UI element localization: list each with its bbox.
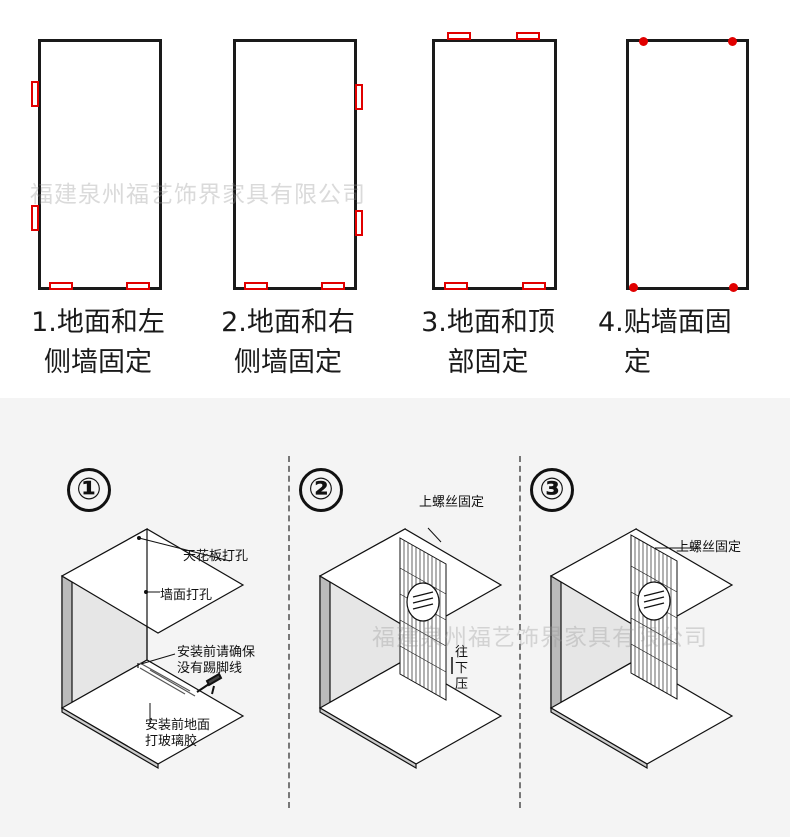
- baseboard-check-label-2: 没有踢脚线: [177, 661, 243, 676]
- wall-bracket-right-upper: [355, 84, 363, 110]
- cabinet-outline-1: [38, 39, 162, 290]
- screw-fix-label-step2: 上螺丝固定: [419, 495, 485, 510]
- step-divider-2: [519, 456, 521, 808]
- press-down-label-1: 往: [455, 645, 469, 660]
- floor-bracket-right: [321, 282, 345, 290]
- cabinet-outline-4: [626, 39, 749, 290]
- mount-point-top-right: [728, 37, 737, 46]
- cabinet-outline-2: [233, 39, 357, 290]
- mount-point-top-left: [639, 37, 648, 46]
- watermark-bottom: 福建泉州福艺饰界家具有限公司: [372, 625, 708, 651]
- top-bracket-left: [447, 32, 471, 40]
- method-4-caption: 4.贴墙面固 定: [598, 303, 768, 383]
- method-1-caption: 1.地面和左 侧墙固定: [13, 303, 183, 383]
- install-steps-panel: ① ② ③: [0, 398, 790, 837]
- method-1-line2: 侧墙固定: [44, 347, 152, 378]
- step-2-number: ②: [299, 468, 343, 512]
- baseboard-check-label-1: 安装前请确保: [177, 645, 256, 660]
- wall-drill-label: 墙面打孔: [160, 588, 213, 603]
- method-2-caption: 2.地面和右 侧墙固定: [203, 303, 373, 383]
- method-3-line2: 部固定: [447, 347, 529, 378]
- floor-bracket-right: [522, 282, 546, 290]
- wall-bracket-left-lower: [31, 205, 39, 231]
- press-down-label-2: 下: [455, 661, 469, 676]
- method-2-line2: 侧墙固定: [234, 347, 342, 378]
- method-3-caption: 3.地面和顶 部固定: [403, 303, 573, 383]
- mounting-methods-panel: 1.地面和左 侧墙固定 2.地面和右 侧墙固定 3.地面和顶 部固定 4.贴墙面…: [0, 0, 790, 398]
- method-1-line1: 1.地面和左: [31, 307, 165, 338]
- floor-bracket-left: [444, 282, 468, 290]
- method-2-line1: 2.地面和右: [221, 307, 355, 338]
- watermark-top: 福建泉州福艺饰界家具有限公司: [30, 182, 366, 208]
- step-3-number: ③: [530, 468, 574, 512]
- method-3-line1: 3.地面和顶: [421, 307, 555, 338]
- floor-bracket-left: [49, 282, 73, 290]
- floor-glue-label-2: 打玻璃胶: [145, 734, 198, 749]
- step-3-alcove-drawing: [549, 527, 734, 770]
- step-1-alcove-drawing: [60, 527, 245, 770]
- method-4-line1: 4.贴墙面固: [598, 307, 732, 338]
- ceiling-drill-label: 天花板打孔: [183, 549, 249, 564]
- wall-bracket-left-upper: [31, 81, 39, 107]
- floor-glue-label-1: 安装前地面: [145, 718, 211, 733]
- top-bracket-right: [516, 32, 540, 40]
- press-down-label-3: 压: [455, 677, 469, 692]
- floor-bracket-right: [126, 282, 150, 290]
- screw-fix-label-step3: 上螺丝固定: [676, 540, 742, 555]
- step-divider-1: [288, 456, 290, 808]
- mount-point-bottom-right: [729, 283, 738, 292]
- step-2-alcove-drawing: [318, 527, 503, 770]
- method-4-line2: 定: [624, 347, 651, 378]
- cabinet-outline-3: [432, 39, 557, 290]
- mount-point-bottom-left: [629, 283, 638, 292]
- step-1-number: ①: [67, 468, 111, 512]
- floor-bracket-left: [244, 282, 268, 290]
- wall-bracket-right-lower: [355, 210, 363, 236]
